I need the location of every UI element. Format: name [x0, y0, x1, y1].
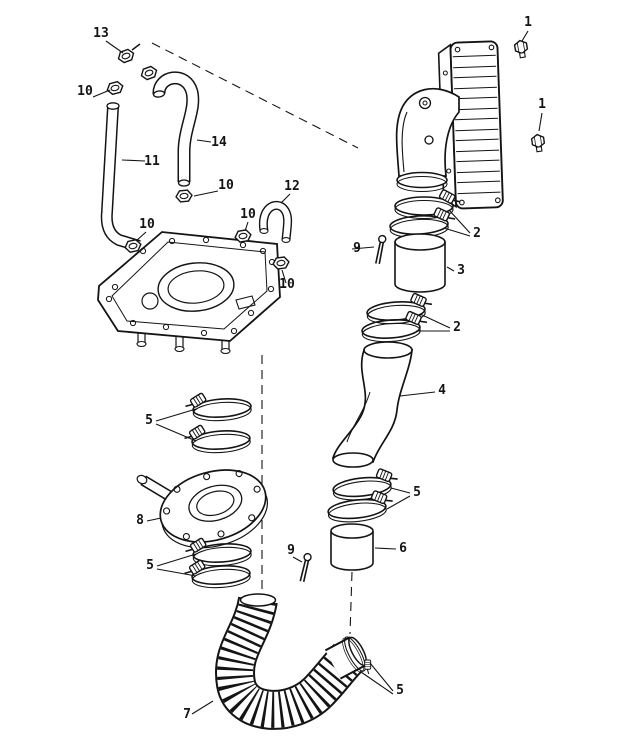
callout-1: 1: [538, 97, 546, 112]
callout-14: 14: [211, 135, 227, 150]
callout-9: 9: [353, 241, 361, 256]
callout-10: 10: [139, 217, 155, 232]
callout-5: 5: [145, 413, 153, 428]
hose-clamp: [394, 188, 463, 220]
hose-coupler-6: [330, 523, 374, 571]
flange-8: [136, 469, 269, 549]
callout-2: 2: [473, 226, 481, 241]
exhaust-plate: [97, 231, 281, 355]
callout-8: 8: [136, 513, 144, 528]
anode-pin: [374, 234, 388, 266]
callout-5: 5: [146, 558, 154, 573]
clamp-fitting-13: [115, 43, 141, 65]
callout-11: 11: [144, 154, 160, 169]
callout-10: 10: [240, 207, 256, 222]
callout-labels: 13 10 1 1 14 11 10 12 10 10 9 2 3 10 2 4…: [77, 15, 546, 722]
callout-5: 5: [396, 683, 404, 698]
hose-clamp: [181, 420, 252, 456]
hose-clamp: [181, 555, 252, 591]
callout-13: 13: [93, 26, 109, 41]
hose-12: [258, 200, 293, 243]
anode-pin: [298, 552, 313, 584]
hose-14: [152, 71, 200, 187]
hose-coupler-3: [394, 233, 446, 293]
plug-bolt-upper: [513, 38, 530, 60]
molded-hose-4: [331, 341, 413, 468]
hose-clamp: [330, 465, 402, 504]
fitting-nut: [138, 64, 160, 82]
callout-3: 3: [457, 263, 465, 278]
assembly-axis-lines: [151, 42, 359, 635]
callout-2: 2: [453, 320, 461, 335]
exhaust-elbow: [395, 87, 460, 192]
end-cap-plate: [437, 40, 504, 210]
water-tube-11: [100, 102, 141, 252]
corrugated-hose-7: [215, 593, 368, 730]
callout-9: 9: [287, 543, 295, 558]
callout-10: 10: [77, 84, 93, 99]
plug-bolt-lower: [530, 133, 547, 153]
callout-10: 10: [279, 277, 295, 292]
callout-1: 1: [524, 15, 532, 30]
callout-4: 4: [438, 383, 446, 398]
callout-6: 6: [399, 541, 407, 556]
callout-5: 5: [413, 485, 421, 500]
hose-clamp: [182, 388, 253, 424]
callout-7: 7: [183, 707, 191, 722]
fitting-nut: [174, 188, 194, 204]
leader-lines: [92, 30, 543, 715]
callout-10: 10: [218, 178, 234, 193]
callout-12: 12: [284, 179, 300, 194]
fitting-nut: [105, 79, 125, 97]
